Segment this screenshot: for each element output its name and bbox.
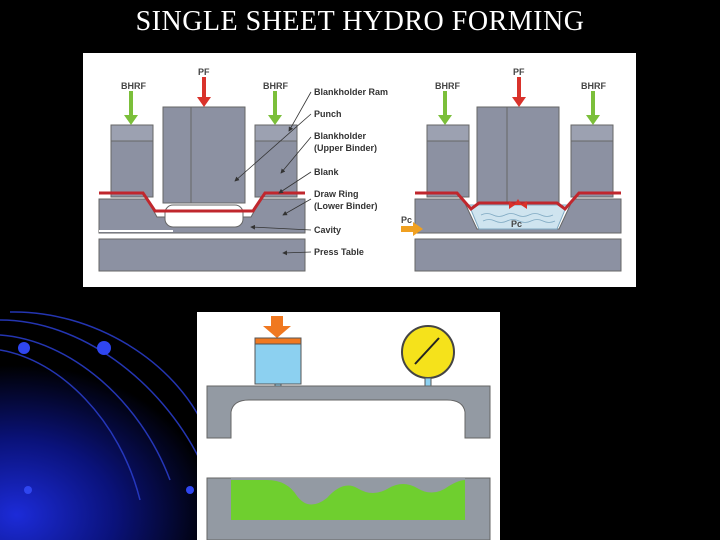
callout-upper-binder: (Upper Binder) [314,143,377,153]
callout-press-table: Press Table [314,247,364,257]
blank-sheet [99,191,305,213]
callout-lower-binder: (Lower Binder) [314,201,378,211]
bhrf-label-right-2: BHRF [581,81,606,91]
right-press-diagram: BHRF PF BHRF Pc Pc [401,67,622,272]
bhrf-arrow-left-2 [438,91,452,125]
bhrf-label-left: BHRF [121,81,146,91]
formed-material [231,480,465,520]
callout-blankholder-ram: Blankholder Ram [314,87,388,97]
pc-label-cavity: Pc [511,219,522,229]
press-table [98,238,306,272]
callout-draw-ring: Draw Ring [314,189,359,199]
upper-die [206,385,491,439]
cavity [164,204,244,228]
bhrf-arrow-right-2 [586,91,600,125]
pc-pressure-arrows [509,199,527,209]
decorative-dots [18,341,194,494]
bhrf-arrow-right [268,91,282,125]
callout-labels: Blankholder Ram Punch Blankholder (Upper… [234,87,388,257]
bhrf-label-right: BHRF [263,81,288,91]
fluid-cavity [468,204,568,230]
slide-title: SINGLE SHEET HYDRO FORMING [135,6,585,37]
decorative-swoosh-lines [0,311,211,501]
pc-label-inlet: Pc [401,215,412,225]
callout-cavity: Cavity [314,225,341,235]
left-press-diagram: BHRF PF BHRF [98,67,306,272]
blankholder-ram-left [110,124,154,142]
pc-inlet-arrow [401,222,423,236]
hydroforming-diagram-panel: BHRF PF BHRF Blankholder Ram Punch Blank… [83,53,636,287]
pf-label-2: PF [513,67,525,77]
callout-blank: Blank [314,167,340,177]
plunger-head [254,337,302,345]
hydraulic-press-illustration [197,312,500,540]
bhrf-arrow-left [124,91,138,125]
pf-label: PF [198,67,210,77]
callout-punch: Punch [314,109,342,119]
pf-arrow-2 [512,77,526,107]
plunger-arrow [263,316,291,338]
bhrf-label-left-2: BHRF [435,81,460,91]
callout-blankholder: Blankholder [314,131,367,141]
blankholder-ram-right [254,124,298,142]
plunger-cylinder [254,343,302,385]
punch [162,106,246,204]
pf-arrow [197,77,211,107]
